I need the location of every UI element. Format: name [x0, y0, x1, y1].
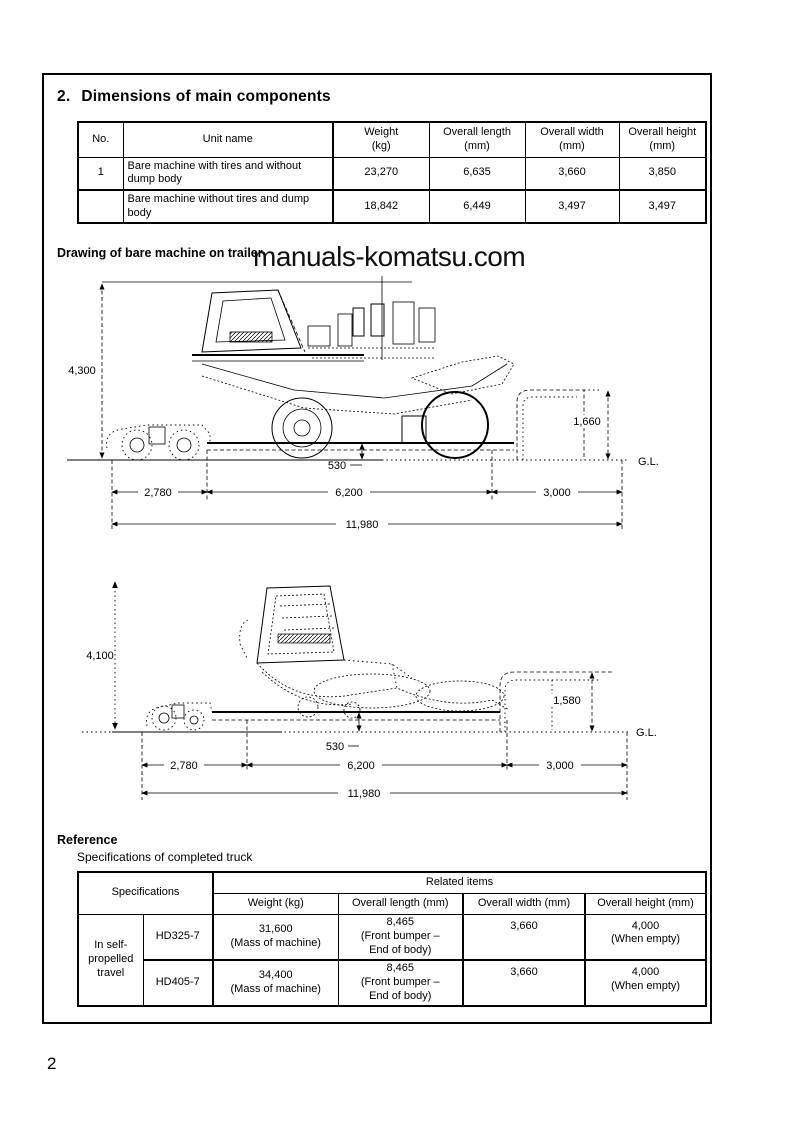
specifications-table: Specifications Related items Weight (kg)…	[77, 871, 708, 1007]
cell-length: 6,635	[428, 156, 526, 191]
drawing-heading: Drawing of bare machine on trailer	[57, 246, 263, 260]
col-header-width: Overall width (mm)	[462, 892, 586, 915]
col-header-length: Overall length (mm)	[337, 892, 464, 915]
table-header-row: Specifications Related items	[77, 871, 707, 915]
cell-no: 1	[77, 156, 124, 191]
table-header-row: No. Unit name Weight (kg) Overall length…	[77, 121, 707, 158]
col-header-related-items: Related items	[212, 871, 707, 894]
col-header-width: Overall width (mm)	[524, 121, 620, 158]
dim-overall-height: 4,100	[86, 650, 114, 662]
ground-level-label: G.L.	[638, 456, 659, 468]
reference-heading: Reference	[57, 833, 118, 847]
dim-rear-height: 1,660	[573, 416, 601, 428]
cell-length: 8,465 (Front bumper – End of body)	[337, 913, 464, 961]
section-number: 2.	[57, 88, 71, 105]
cell-no	[77, 189, 124, 224]
page-frame: 2. Dimensions of main components No. Unit…	[42, 73, 712, 1024]
cell-width: 3,660	[462, 959, 586, 1007]
cell-travel-mode: In self- propelled travel	[77, 913, 144, 1007]
cell-weight: 34,400 (Mass of machine)	[212, 959, 339, 1007]
cell-height: 3,850	[618, 156, 707, 191]
col-header-height: Overall height (mm)	[618, 121, 707, 158]
cell-weight: 23,270	[332, 156, 430, 191]
col-header-length: Overall length (mm)	[428, 121, 526, 158]
dim-middle-length: 6,200	[335, 487, 363, 499]
cell-width: 3,660	[462, 913, 586, 961]
cell-height: 4,000 (When empty)	[584, 913, 707, 961]
section-title: 2. Dimensions of main components	[57, 88, 331, 106]
section-title-text: Dimensions of main components	[81, 88, 331, 105]
dim-overall-height: 4,300	[68, 365, 96, 377]
cell-unit-name: Bare machine without tires and dump body	[122, 189, 334, 224]
cell-length: 8,465 (Front bumper – End of body)	[337, 959, 464, 1007]
col-header-unit-name: Unit name	[122, 121, 334, 158]
watermark: manuals-komatsu.com	[253, 241, 526, 272]
cell-weight: 31,600 (Mass of machine)	[212, 913, 339, 961]
table-row: HD405-7 34,400 (Mass of machine) 8,465 (…	[78, 959, 707, 1007]
table-row: In self- propelled travel HD325-7 31,600…	[77, 913, 707, 1007]
col-header-specifications: Specifications	[77, 871, 214, 915]
dim-rear-height: 1,580	[553, 695, 581, 707]
dim-overall-length: 11,980	[346, 519, 379, 531]
dim-rear-length: 3,000	[543, 487, 571, 499]
dim-front-length: 2,780	[170, 760, 198, 772]
dim-middle-length: 6,200	[347, 760, 375, 772]
dim-overall-length: 11,980	[348, 788, 381, 800]
dim-rear-length: 3,000	[546, 760, 574, 772]
dim-deck-height: 530	[328, 460, 346, 472]
col-header-no: No.	[77, 121, 124, 158]
cell-height: 4,000 (When empty)	[584, 959, 707, 1007]
table-row: 1 Bare machine with tires and without du…	[77, 156, 707, 191]
reference-subheading: Specifications of completed truck	[77, 850, 253, 864]
table-row: Bare machine without tires and dump body…	[77, 189, 707, 224]
page-number: 2	[47, 1054, 57, 1073]
cell-model: HD325-7	[142, 913, 214, 961]
col-header-weight: Weight (kg)	[212, 892, 339, 915]
drawing-side-view-1: 4,300	[67, 276, 659, 531]
table-subheader-row: Weight (kg) Overall length (mm) Overall …	[78, 892, 707, 915]
cell-model: HD405-7	[142, 959, 214, 1007]
ground-level-label: G.L.	[636, 727, 657, 739]
col-header-height: Overall height (mm)	[584, 892, 707, 915]
cell-length: 6,449	[428, 189, 526, 224]
drawing-side-view-2: 4,100 1,580 G.L.	[82, 581, 657, 800]
dim-front-length: 2,780	[144, 487, 172, 499]
dimensions-table: No. Unit name Weight (kg) Overall length…	[77, 121, 707, 224]
cell-weight: 18,842	[332, 189, 430, 224]
col-header-weight: Weight (kg)	[332, 121, 430, 158]
cell-width: 3,497	[524, 189, 620, 224]
cell-width: 3,660	[524, 156, 620, 191]
dim-deck-height: 530	[326, 741, 344, 753]
cell-height: 3,497	[618, 189, 707, 224]
cell-unit-name: Bare machine with tires and without dump…	[122, 156, 334, 191]
